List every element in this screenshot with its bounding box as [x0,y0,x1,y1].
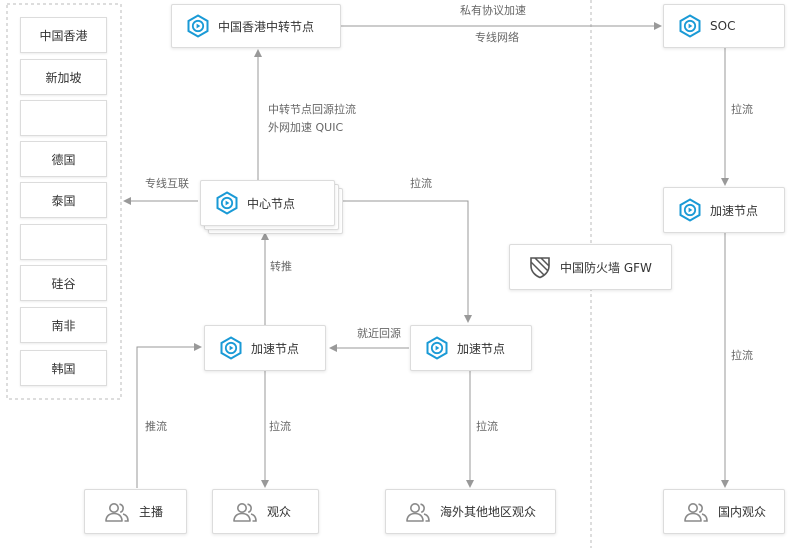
anchor-node[interactable]: 主播 [84,489,187,534]
center-node[interactable]: 中心节点 [200,180,335,226]
overseas-region-boundary [6,3,122,400]
media-node-icon [220,336,242,360]
region-hongkong: 中国香港 [20,17,107,53]
soc-node[interactable]: SOC [663,4,785,48]
media-node-icon [426,336,448,360]
edge-label-push: 推流 [145,420,167,433]
firewall-shield-icon [530,257,550,279]
region-thailand: 泰国 [20,182,107,218]
edge-label-pull-domestic: 拉流 [731,349,753,362]
hk-relay-label: 中国香港中转节点 [218,19,315,34]
region-empty-1 [20,100,107,136]
edge-center-to-accel-mid [342,200,472,323]
region-singapore: 新加坡 [20,59,107,95]
edge-label-pull-overseas: 拉流 [476,420,498,433]
edge-label-forward: 转推 [270,260,292,273]
media-node-icon [216,191,238,215]
gfw-label: 中国防火墙 GFW [560,260,652,275]
media-node-icon [679,14,701,38]
edge-label-relay-line1: 中转节点回源拉流 [268,103,356,116]
domestic-viewers-label: 国内观众 [718,505,767,519]
users-icon [684,502,708,522]
edge-label-pull-soc: 拉流 [731,103,753,116]
accel-node-mid[interactable]: 加速节点 [410,325,532,371]
domestic-viewers-node[interactable]: 国内观众 [663,489,785,534]
region-silicon-valley: 硅谷 [20,265,107,301]
region-korea: 韩国 [20,350,107,386]
anchor-label: 主播 [139,505,164,519]
edge-label-relay-line2: 外网加速 QUIC [268,121,344,134]
center-node-label: 中心节点 [247,196,296,211]
users-icon [233,502,257,522]
users-icon [105,502,129,522]
accel-node-left[interactable]: 加速节点 [204,325,326,371]
viewers-node[interactable]: 观众 [212,489,319,534]
hk-relay-node[interactable]: 中国香港中转节点 [171,4,341,48]
edge-label-pull-center: 拉流 [410,177,432,190]
edge-label-dedicated-network: 专线网络 [475,31,519,44]
edge-label-nearby-source: 就近回源 [357,327,401,340]
soc-label: SOC [710,19,736,33]
edge-label-interconnect: 专线互联 [145,177,189,190]
overseas-viewers-node[interactable]: 海外其他地区观众 [385,489,556,534]
region-germany: 德国 [20,141,107,177]
region-south-africa: 南非 [20,307,107,343]
users-icon [406,502,430,522]
overseas-viewers-label: 海外其他地区观众 [440,505,537,519]
accel-node-right-label: 加速节点 [710,203,759,218]
accel-node-left-label: 加速节点 [251,341,300,356]
edge-label-private-protocol: 私有协议加速 [460,4,526,17]
edge-anchor-to-accel-left [136,343,202,488]
media-node-icon [679,198,701,222]
gfw-node: 中国防火墙 GFW [509,244,672,290]
accel-node-right[interactable]: 加速节点 [663,187,785,233]
viewers-label: 观众 [267,505,292,519]
edge-label-pull-viewers: 拉流 [269,420,291,433]
media-node-icon [187,14,209,38]
region-empty-2 [20,224,107,260]
accel-node-mid-label: 加速节点 [457,341,506,356]
